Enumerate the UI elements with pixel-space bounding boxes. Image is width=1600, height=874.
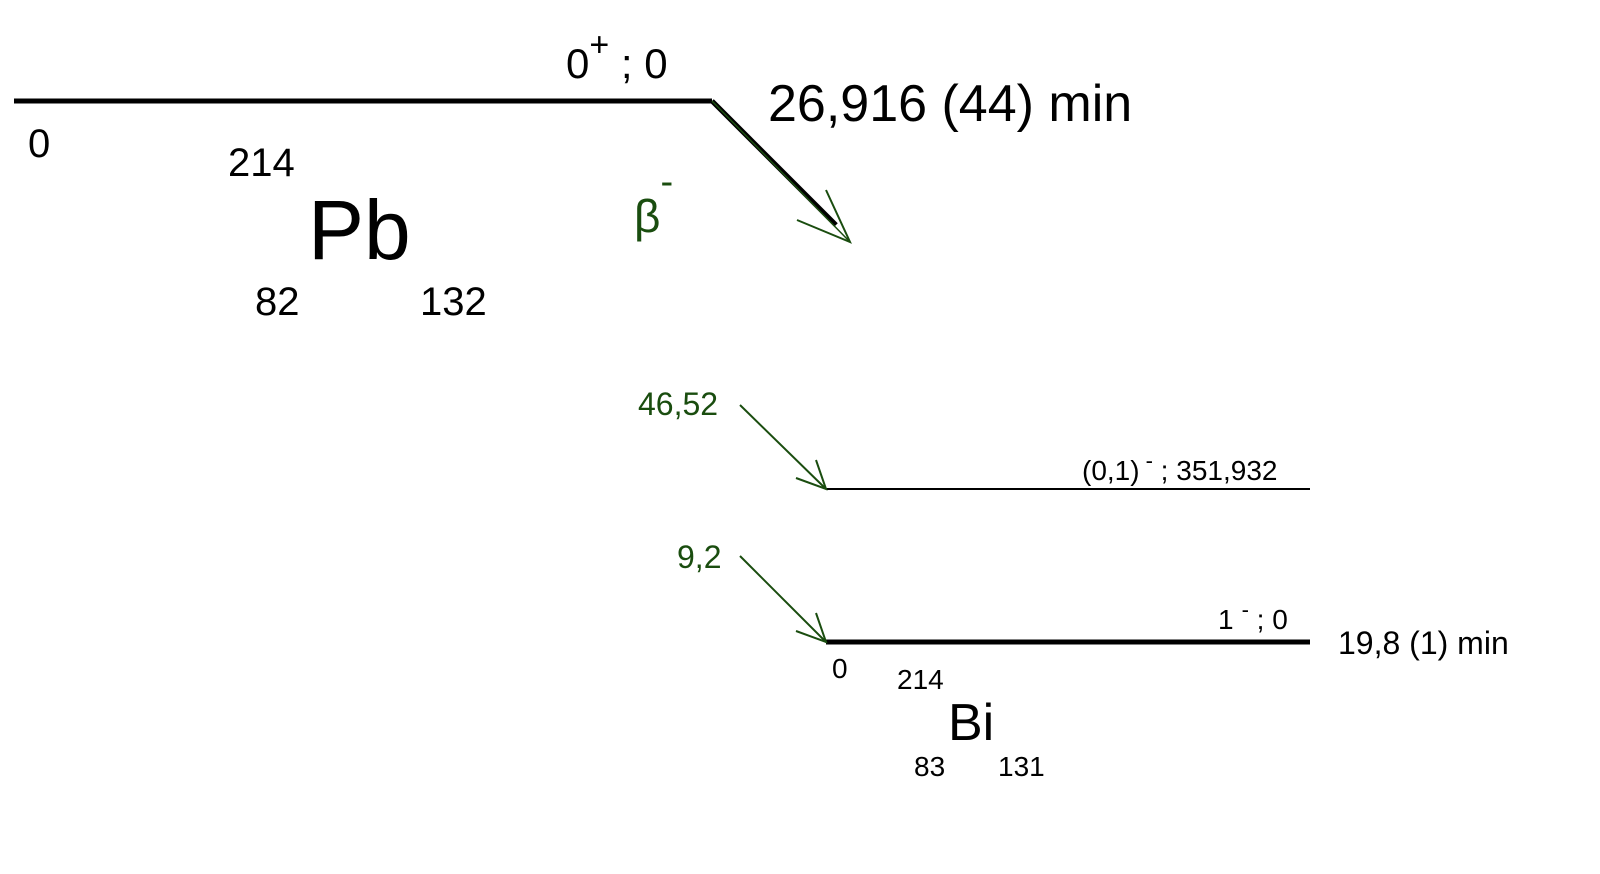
parent-atomic-number: 82 [255,280,300,324]
parent-mass-number: 214 [228,141,295,185]
decay-mode-symbol: β [634,190,660,242]
beta-branch-arrowhead [795,459,828,491]
beta-branch-intensity: 9,2 [677,539,721,575]
daughter-level-spin: 1 [1218,604,1234,635]
daughter-neutron-number: 131 [998,751,1045,782]
decay-mode-label: β- [634,161,673,242]
daughter-level-energy: 0 [1272,604,1288,635]
daughter-half-life: 19,8 (1) min [1338,625,1509,661]
daughter-level-parity: - [1146,448,1153,473]
parent-spin: 0 [566,40,589,87]
daughter-symbol: Bi [948,694,994,752]
parent-symbol: Pb [308,183,411,277]
daughter-level-energy-below: 0 [832,653,848,684]
daughter-level-label: (0,1)- ; 351,932 [1082,448,1277,486]
daughter-level-spin: (0,1) [1082,455,1140,486]
beta-branch-arrow [739,555,827,643]
parent-level-label: 0+ ; 0 [566,26,668,87]
decay-arrow-guide [711,100,851,243]
parent-label-separator: ; [609,40,644,87]
parent-half-life: 26,916 (44) min [768,75,1132,133]
daughter-level-label: 1- ; 0 [1218,597,1288,635]
parent-label-energy: 0 [644,40,667,87]
decay-mode-charge: - [660,161,673,203]
parent-parity: + [589,26,609,64]
daughter-atomic-number: 83 [914,751,945,782]
daughter-level-separator: ; [1249,604,1272,635]
daughter-level-parity: - [1242,597,1249,622]
parent-neutron-number: 132 [420,280,487,324]
parent-level-energy: 0 [28,122,50,166]
beta-branch-arrowhead [795,612,828,644]
beta-branch-intensity: 46,52 [638,386,718,422]
beta-branch-arrow [739,404,827,490]
daughter-mass-number: 214 [897,664,944,695]
daughter-level-separator: ; [1153,455,1176,486]
daughter-level-energy: 351,932 [1176,455,1277,486]
